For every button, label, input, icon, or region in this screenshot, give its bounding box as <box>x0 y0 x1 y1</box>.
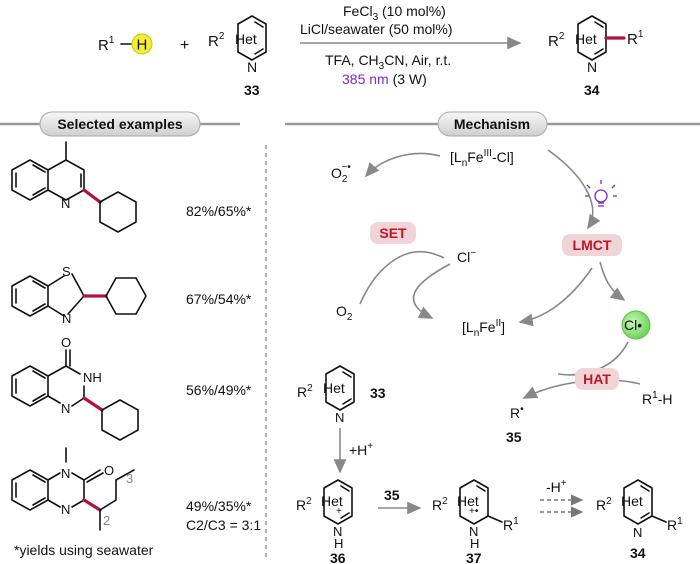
footnote: *yields using seawater <box>14 542 154 558</box>
mechanism-heteroarene-33: Het R2 N 33 <box>297 365 386 425</box>
radical-cation-37: Het +• R2 R1 N H 37 <box>432 479 519 564</box>
example-1-yield: 82%/65%* <box>186 203 252 219</box>
oxygen: O2 <box>336 303 353 323</box>
product-34: Het R1 R2 N 34 <box>548 15 644 98</box>
example-4-regioselectivity: C2/C3 = 3:1 <box>186 517 261 533</box>
n-atom: N <box>62 311 71 326</box>
hat-label: HAT <box>583 371 611 387</box>
cation-charge: + <box>336 506 342 517</box>
s-atom: S <box>62 264 71 279</box>
arrow-to-cl-radical <box>599 261 626 301</box>
het-label: Het <box>321 493 343 509</box>
n-atom: N <box>61 196 70 211</box>
het-label: Het <box>457 493 479 509</box>
light-bulb-icon <box>585 180 617 207</box>
plus-sign: + <box>180 37 189 54</box>
r1-h-substrate: R1 <box>98 35 115 54</box>
heteroarene-33: Het R2 N 33 <box>208 15 267 98</box>
arrow-to-fe2 <box>518 267 593 327</box>
compound-33-label: 33 <box>244 82 260 98</box>
set-badge <box>370 222 416 244</box>
example-3-quinazolinone: O NH N 56%/49%* <box>11 335 252 441</box>
fe2-complex: [LnFeII] <box>462 318 505 339</box>
arrow-o2-in <box>359 251 445 305</box>
position-3-label: 3 <box>126 471 133 486</box>
section-header-mechanism: Mechanism <box>285 111 700 137</box>
r2-label: R2 <box>296 496 312 513</box>
r2-label: R2 <box>548 31 565 50</box>
catalytic-cycle: [LnFeIII-Cl] O2−• O2 Cl− [LnFeII] SET <box>331 148 672 445</box>
arrow-cl-in <box>412 263 451 319</box>
mechanism-title: Mechanism <box>454 116 530 132</box>
n-atom: N <box>633 525 642 540</box>
pyridinium-36: Het + R2 N H 36 <box>296 479 353 564</box>
lmct-badge <box>562 234 622 256</box>
example-4-yield: 49%/35%* <box>186 498 252 514</box>
compound-33-label: 33 <box>370 385 386 401</box>
example-4-quinoxalinone: N O N 2 3 49%/35%* C2/C3 = 3:1 <box>11 447 261 533</box>
r2-label: R2 <box>596 496 612 513</box>
compound-34-label: 34 <box>584 82 600 98</box>
compound-36-label: 36 <box>330 550 346 564</box>
compound-34-label: 34 <box>630 545 646 561</box>
light-source: 385 nm (3 W) <box>342 71 427 87</box>
example-1-quinoline: N 82%/65%* <box>11 141 252 233</box>
h-atom: H <box>334 536 343 551</box>
deprotonation-label: -H+ <box>546 478 567 495</box>
radical-cation-charge: +• <box>469 506 479 517</box>
n-atom-4: N <box>61 502 70 517</box>
het-label: Het <box>235 31 257 47</box>
compound-35-label: 35 <box>506 429 522 445</box>
mechanism-product-34: Het R2 R1 N 34 <box>596 479 683 561</box>
h-atom-label: H <box>137 37 148 54</box>
nh-group: NH <box>83 370 102 385</box>
example-2-benzothiazole: S N 67%/54%* <box>11 264 252 326</box>
chlorine-radical: Cl• <box>624 317 642 333</box>
top-reaction: R1 H + Het R2 N 33 FeCl3 (10 mol%) LiCl/… <box>98 3 644 98</box>
n-atom: N <box>333 524 342 539</box>
arrow-lmct-in <box>547 149 601 230</box>
compound-35-reagent: 35 <box>384 487 400 503</box>
o-atom: O <box>104 463 114 478</box>
r2-label: R2 <box>208 31 225 50</box>
lmct-label: LMCT <box>573 237 612 253</box>
position-2-label: 2 <box>103 513 110 528</box>
r1-label: R1 <box>627 29 644 48</box>
arrow-fe3-to-superoxide <box>364 152 441 178</box>
selected-examples-title: Selected examples <box>57 116 183 132</box>
chlorine-radical-bubble <box>621 310 651 340</box>
r2-label: R2 <box>432 496 448 513</box>
section-header-examples: Selected examples <box>0 111 240 137</box>
set-label: SET <box>379 225 407 241</box>
r1-label: R1 <box>503 516 519 533</box>
r1-h-reactant: R1-H <box>642 390 672 407</box>
r1-label: R1 <box>667 516 683 533</box>
hat-badge <box>575 368 619 390</box>
het-label: Het <box>575 31 597 47</box>
compound-37-label: 37 <box>466 550 482 564</box>
h-atom: H <box>470 536 479 551</box>
het-label: Het <box>621 493 643 509</box>
reagent-line-1: FeCl3 (10 mol%) <box>343 3 446 23</box>
example-2-yield: 67%/54%* <box>186 291 252 307</box>
n-atom: N <box>61 401 70 416</box>
alkyl-radical: R• <box>510 404 524 421</box>
n-atom: N <box>587 59 597 75</box>
h-atom-highlight <box>131 33 153 55</box>
protonation-label: +H+ <box>349 441 373 458</box>
chloride-anion: Cl− <box>457 248 476 265</box>
fe3-complex: [LnFeIII-Cl] <box>450 148 514 169</box>
o-atom: O <box>61 335 71 350</box>
n-atom: N <box>247 59 257 75</box>
n-atom-1: N <box>61 466 70 481</box>
example-3-yield: 56%/49%* <box>186 382 252 398</box>
r2-label: R2 <box>297 383 313 400</box>
conditions-line: TFA, CH3CN, Air, r.t. <box>325 52 451 72</box>
n-atom: N <box>469 524 478 539</box>
het-label: Het <box>323 380 345 396</box>
reagent-line-2: LiCl/seawater (50 mol%) <box>300 21 453 37</box>
n-atom: N <box>335 410 344 425</box>
superoxide: O2−• <box>331 162 351 185</box>
